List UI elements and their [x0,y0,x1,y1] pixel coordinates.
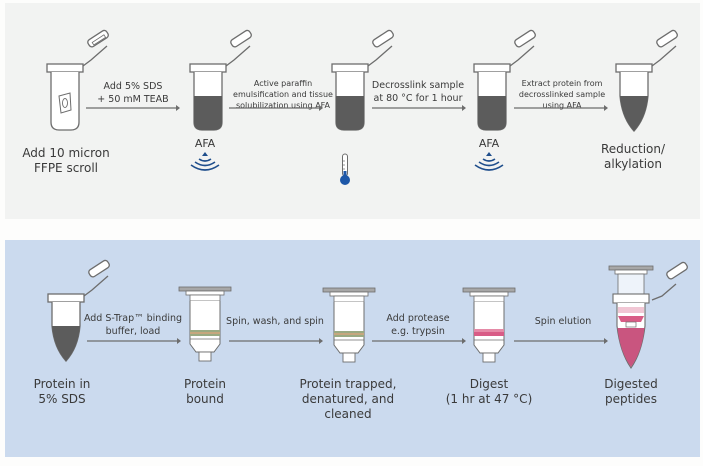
afa-ultrasound-waves-icon [190,152,220,171]
arrow-icon [229,105,323,111]
stage-label-digest: Digest (1 hr at 47 °C) [445,377,533,406]
arrow-label-spin-wash: Spin, wash, and spin [226,316,324,327]
arrow-icon [229,338,323,344]
stage-label-scroll: Add 10 micron FFPE scroll [22,146,110,175]
s-trap-column-icon [178,286,232,362]
arrow-label-spin-elution: Spin elution [534,316,592,327]
thermometer-icon [340,153,350,185]
arrow-label-extract-protein: Extract protein from decrosslinked sampl… [518,79,606,110]
tube-tip-filled-icon [47,259,110,362]
column-in-tube-eluate-icon [608,261,688,369]
stage-label-digested-peptides: Digested peptides [604,377,658,406]
tube-with-tissue-scroll-icon [46,29,109,131]
tube-half-filled-icon [331,29,394,131]
arrow-icon [514,105,608,111]
stage-label-protein-sds: Protein in 5% SDS [33,377,91,406]
tube-half-filled-icon [189,29,252,131]
afa-label: AFA [194,137,216,150]
arrow-label-add-sds: Add 5% SDS + 50 mM TEAB [97,81,169,105]
tube-tip-filled-icon [615,29,678,132]
arrow-icon [86,105,180,111]
s-trap-column-digest-icon [462,287,516,363]
stage-label-protein-trapped: Protein trapped, denatured, and cleaned [299,377,397,421]
s-trap-column-icon [322,287,376,363]
arrow-icon [372,105,466,111]
stage-label-protein-bound: Protein bound [183,377,227,406]
stage-label-reduction: Reduction/ alkylation [600,142,666,171]
tube-half-filled-icon [473,29,536,131]
arrow-label-emulsification: Active paraffin emulsification and tissu… [233,79,333,110]
arrow-icon [87,338,181,344]
arrow-icon [514,338,608,344]
arrow-icon [372,338,466,344]
arrow-label-add-protease: Add protease e.g. trypsin [386,313,450,337]
afa-label: AFA [478,137,500,150]
arrow-label-binding-buffer: Add S-Trap™ binding buffer, load [83,313,183,337]
arrow-label-decrosslink: Decrosslink sample at 80 °C for 1 hour [371,80,465,104]
afa-ultrasound-waves-icon [474,152,504,171]
